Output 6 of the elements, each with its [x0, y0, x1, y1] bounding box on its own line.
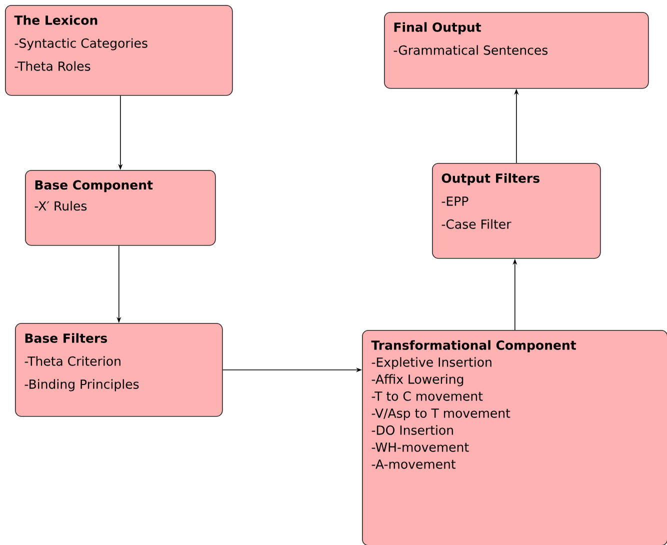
process-box: Transformational Component -Expletive Insertion -Affix Lowering -T to C movement -V/Asp to T movement -DO Insertion -WH-movement -A-movement	[362, 330, 667, 545]
process-box: Base Component -X′ Rules	[25, 170, 216, 246]
process-box: The Lexicon -Syntactic Categories -Theta Roles	[5, 5, 233, 96]
process-box: Base Filters -Theta Criterion -Binding Principles	[15, 323, 223, 417]
process-box: Output Filters -EPP -Case Filter	[432, 163, 601, 259]
process-box: Final Output -Grammatical Sentences	[384, 12, 649, 89]
